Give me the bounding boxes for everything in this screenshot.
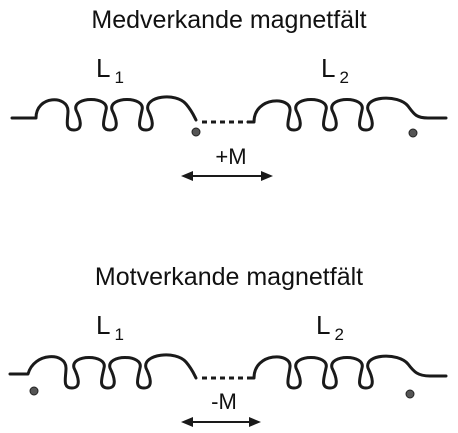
inductor-l1-aiding: [10, 95, 198, 132]
section-title-opposing: Motverkande magnetfält: [95, 263, 363, 291]
polarity-dot-l2-opposing: [405, 389, 415, 399]
double-arrow-opposing: [181, 417, 261, 427]
mutual-label-aiding: +M: [215, 144, 246, 169]
inductor-l2-aiding: [246, 96, 448, 132]
inductor-l1-opposing: [8, 353, 198, 390]
mutual-label-opposing: -M: [211, 389, 237, 414]
inductor-l2-opposing: [248, 354, 448, 390]
polarity-dot-l2-aiding: [408, 128, 418, 138]
section-title-aiding: Medverkande magnetfält: [91, 6, 366, 34]
polarity-dot-l1-aiding: [191, 127, 201, 137]
polarity-dot-l1-opposing: [29, 386, 39, 396]
double-arrow-aiding: [181, 171, 273, 181]
